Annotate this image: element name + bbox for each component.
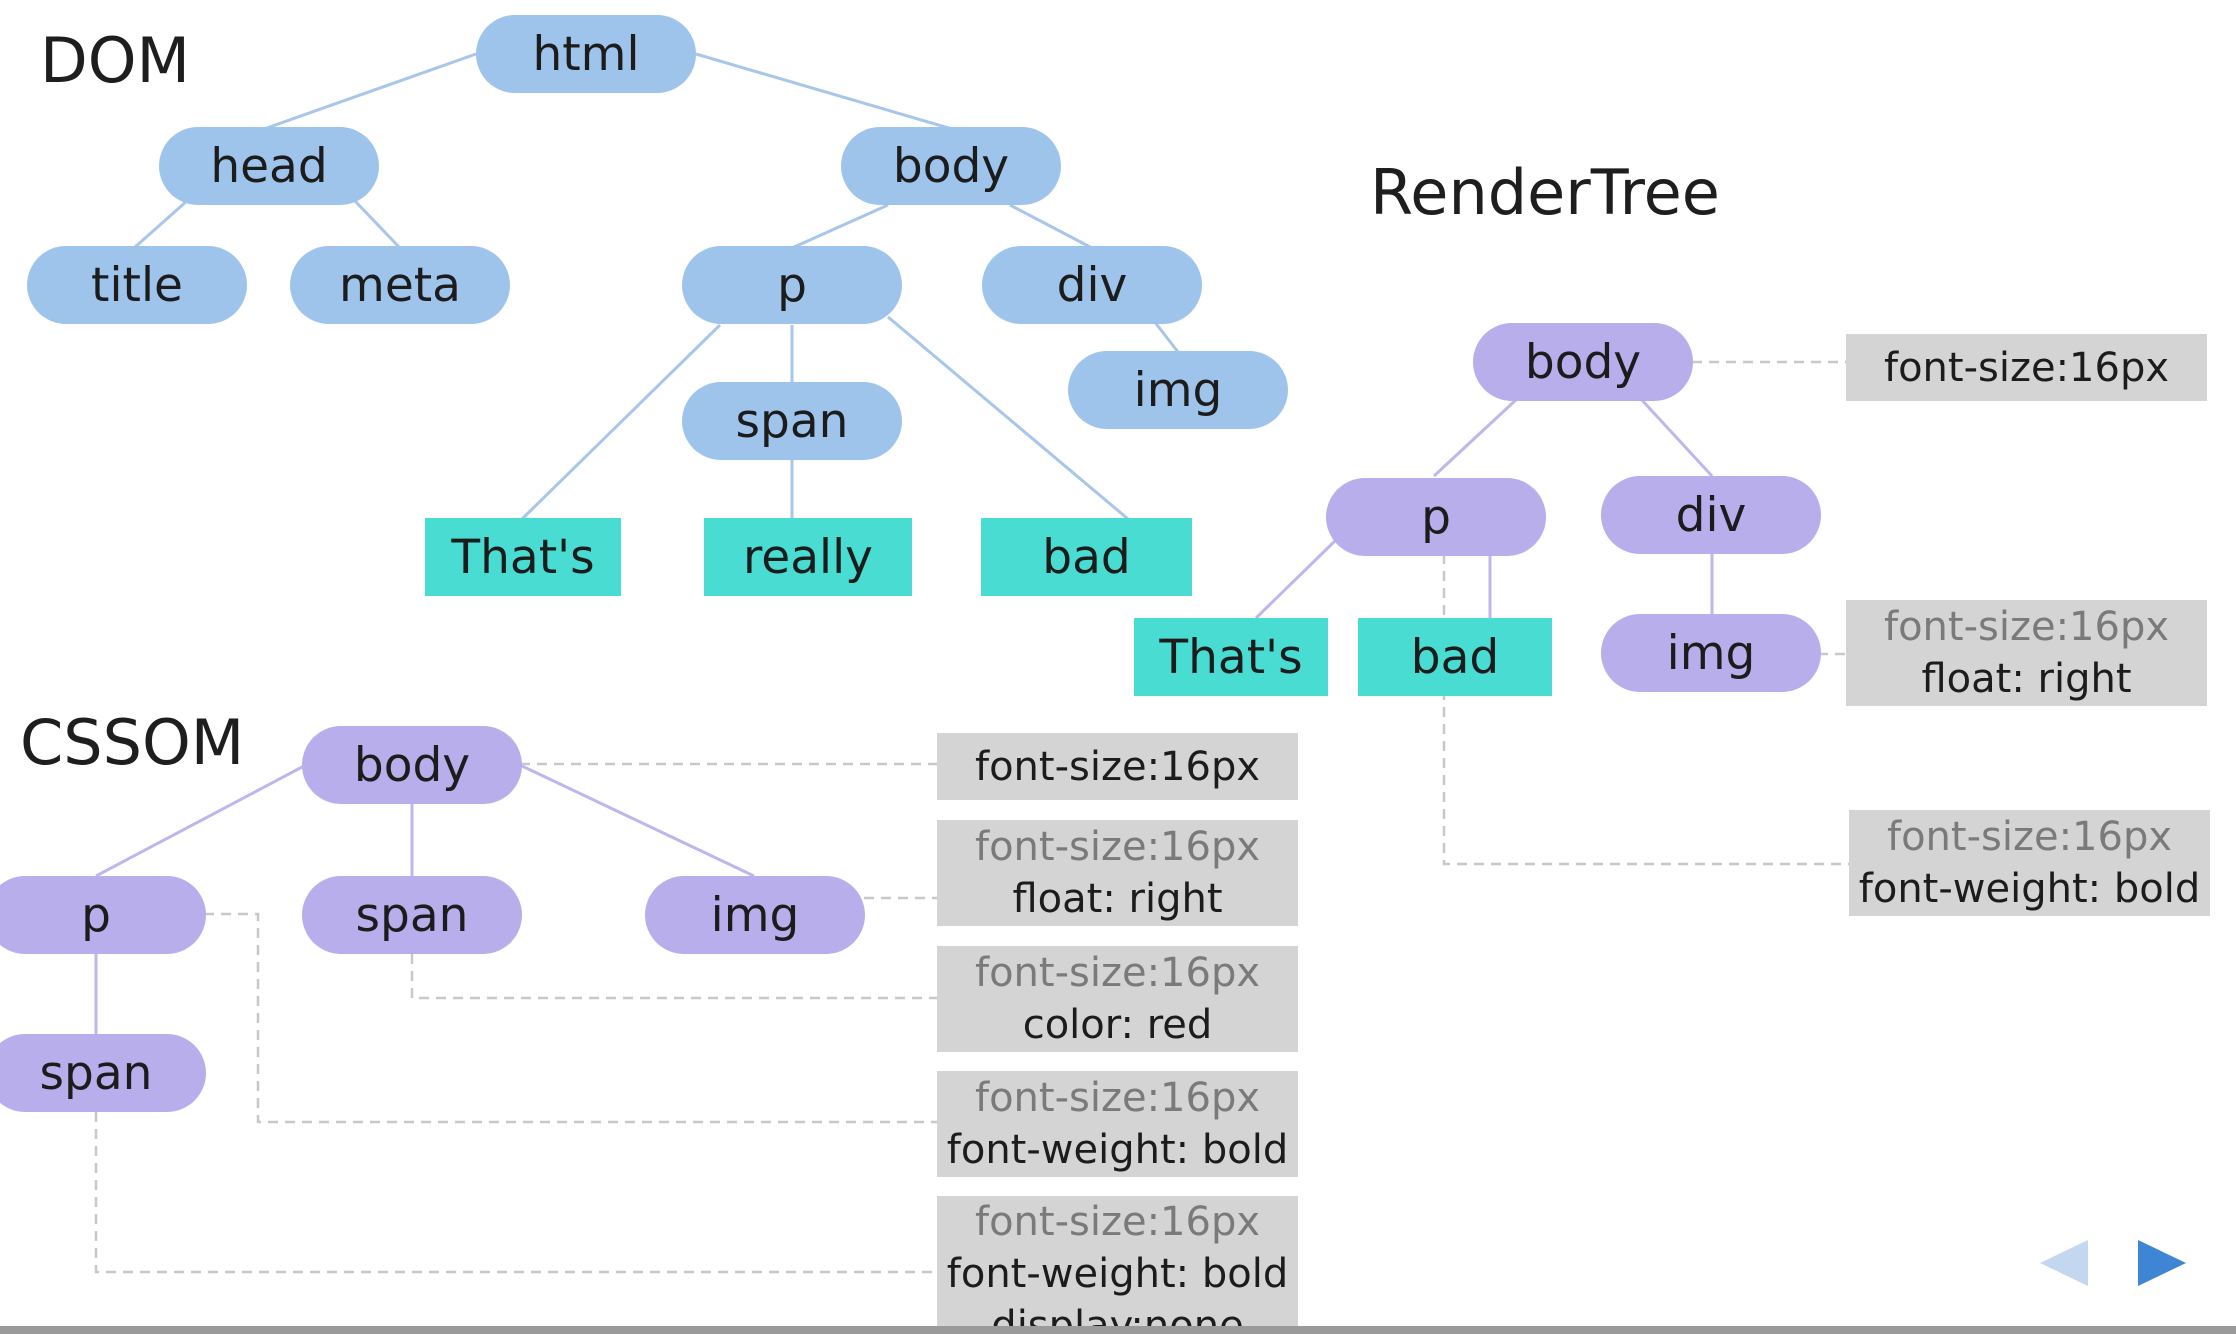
cssom-props-p: font-size:16px font-weight: bold xyxy=(937,1071,1298,1177)
edge-html-head xyxy=(263,52,477,131)
cssom-props-body: font-size:16px xyxy=(937,733,1298,800)
dom-node-head: head xyxy=(159,127,379,205)
dom-heading: DOM xyxy=(40,24,191,97)
property-line: font-size:16px xyxy=(974,824,1261,870)
dom-node-img: img xyxy=(1068,351,1288,429)
dash-rp-props xyxy=(1442,554,1849,866)
cssom-heading: CSSOM xyxy=(20,706,245,779)
cssom-node-p: p xyxy=(0,876,206,954)
edge-body-p xyxy=(791,203,889,250)
render-node-div: div xyxy=(1601,476,1821,554)
cssom-props-span: font-size:16px color: red xyxy=(937,946,1298,1052)
property-line: font-weight: bold xyxy=(1858,866,2201,912)
render-props-body: font-size:16px xyxy=(1846,334,2207,401)
cssom-node-img: img xyxy=(645,876,865,954)
dash-cssspan-props xyxy=(410,954,937,1000)
dash-csspspan-props xyxy=(94,1112,937,1274)
cssom-node-span: span xyxy=(302,876,522,954)
dom-node-meta: meta xyxy=(290,246,510,324)
render-props-img: font-size:16px float: right xyxy=(1846,600,2207,706)
property-line: font-weight: bold xyxy=(946,1251,1289,1297)
dom-node-span: span xyxy=(682,382,902,460)
property-line: font-size:16px xyxy=(1883,604,2170,650)
edge-rbody-p xyxy=(1432,396,1520,478)
property-line: font-size:16px xyxy=(974,950,1261,996)
property-line: font-weight: bold xyxy=(946,1127,1289,1173)
dash-cssp-props xyxy=(204,912,937,1124)
edge-head-meta xyxy=(352,198,402,250)
edge-rbody-div xyxy=(1638,396,1714,478)
triangle-left-icon xyxy=(2040,1240,2088,1286)
edge-p-thats xyxy=(520,323,722,521)
cssom-props-img: font-size:16px float: right xyxy=(937,820,1298,926)
dom-edges xyxy=(133,52,1180,521)
render-text-bad: bad xyxy=(1358,618,1552,696)
property-line: font-size:16px xyxy=(974,1075,1261,1121)
prev-slide-button[interactable] xyxy=(2036,1238,2092,1288)
render-node-p: p xyxy=(1326,478,1546,556)
property-line: font-size:16px xyxy=(974,743,1261,790)
dom-node-div: div xyxy=(982,246,1202,324)
dom-node-body: body xyxy=(841,127,1061,205)
property-line: display:none xyxy=(991,1303,1244,1326)
bottom-border xyxy=(0,1326,2236,1334)
dom-text-thats: That's xyxy=(425,518,621,596)
edge-html-body xyxy=(695,52,953,131)
render-props-p: font-size:16px font-weight: bold xyxy=(1849,810,2210,916)
dom-text-really: really xyxy=(704,518,912,596)
edge-body-div xyxy=(1009,203,1093,250)
rendertree-heading: RenderTree xyxy=(1370,156,1720,229)
property-line: float: right xyxy=(1012,876,1223,922)
next-slide-button[interactable] xyxy=(2134,1238,2190,1288)
dom-node-p: p xyxy=(682,246,902,324)
render-text-thats: That's xyxy=(1134,618,1328,696)
dom-node-html: html xyxy=(476,15,696,93)
property-line: font-size:16px xyxy=(1883,344,2170,391)
property-line: color: red xyxy=(1022,1002,1213,1048)
dom-node-title: title xyxy=(27,246,247,324)
property-line: font-size:16px xyxy=(974,1199,1261,1245)
cssom-node-body: body xyxy=(302,726,522,804)
cssom-node-p-span: span xyxy=(0,1034,206,1112)
css-edges xyxy=(94,396,1714,1034)
edge-div-img xyxy=(1152,320,1180,353)
render-node-body: body xyxy=(1473,323,1693,401)
cssom-props-p-span: font-size:16px font-weight: bold display:n… xyxy=(937,1196,1298,1326)
edge-rp-thats xyxy=(1254,536,1340,620)
property-line: float: right xyxy=(1921,656,2132,702)
edge-p-bad xyxy=(887,315,1129,521)
property-line: font-size:16px xyxy=(1886,814,2173,860)
edge-head-title xyxy=(133,198,189,250)
render-node-img: img xyxy=(1601,614,1821,692)
edge-cssbody-p xyxy=(95,764,305,878)
triangle-right-icon xyxy=(2138,1240,2186,1286)
edge-cssbody-img xyxy=(521,764,755,878)
dom-text-bad: bad xyxy=(981,518,1192,596)
